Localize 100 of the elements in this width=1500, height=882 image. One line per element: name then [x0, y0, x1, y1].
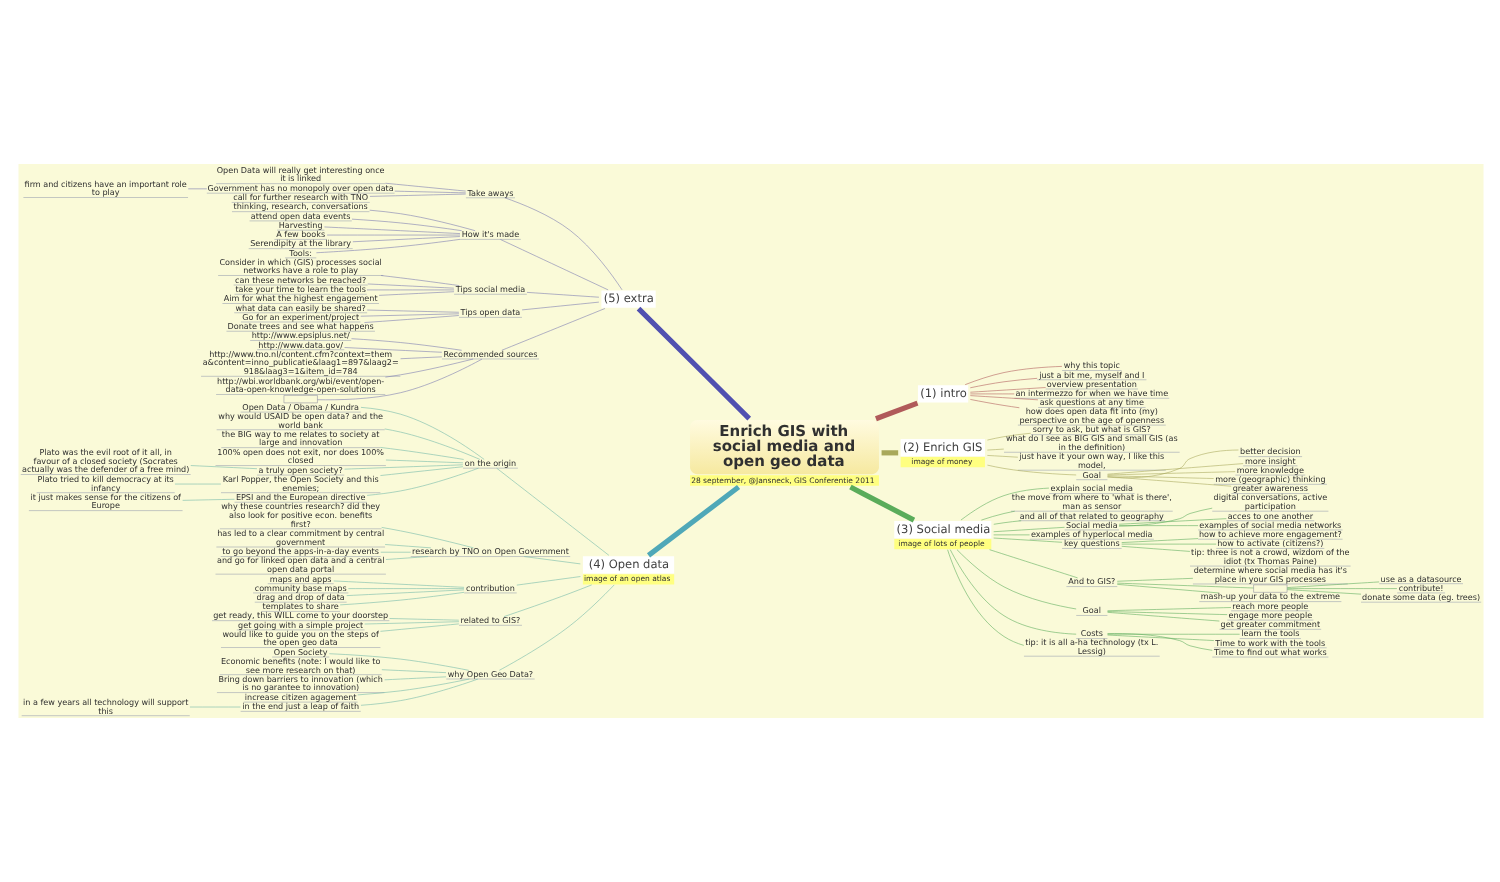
- connector: [365, 309, 459, 313]
- connector: [969, 387, 1045, 393]
- connector: [874, 400, 918, 422]
- connector: [1115, 578, 1193, 582]
- connector: [1106, 475, 1213, 479]
- connector: [384, 358, 473, 378]
- connector: [384, 556, 428, 560]
- connector: [986, 448, 1004, 451]
- connector: [963, 366, 1062, 385]
- connector: [399, 356, 442, 360]
- connector: [325, 234, 460, 236]
- connector: [1117, 507, 1212, 527]
- connector: [955, 549, 1076, 610]
- connector: [359, 313, 459, 317]
- connector: [1106, 611, 1227, 615]
- connector: [969, 399, 1019, 409]
- connector: [1285, 589, 1361, 595]
- connector: [988, 549, 1077, 579]
- connector: [363, 315, 459, 323]
- connector: [848, 484, 915, 523]
- connector: [969, 395, 1038, 401]
- connector: [1106, 612, 1219, 622]
- connector: [1106, 449, 1238, 479]
- connector: [359, 407, 484, 460]
- node-box: [282, 395, 317, 404]
- connector: [356, 678, 469, 696]
- connector: [328, 653, 469, 671]
- connector: [499, 239, 608, 291]
- connector: [1285, 588, 1397, 589]
- connector: [383, 544, 431, 549]
- connector: [880, 450, 898, 456]
- connector: [189, 465, 257, 469]
- connector: [323, 226, 460, 234]
- connector: [986, 432, 1031, 441]
- connector: [986, 455, 1018, 458]
- connector: [384, 459, 463, 464]
- connector: [1106, 633, 1212, 651]
- connector: [181, 498, 234, 501]
- connector: [969, 378, 1037, 389]
- connector: [351, 236, 460, 243]
- connector: [384, 182, 465, 192]
- connector: [1106, 633, 1239, 635]
- connector: [503, 197, 622, 291]
- connector: [365, 467, 478, 496]
- connector: [1120, 538, 1198, 543]
- connector: [1106, 471, 1235, 476]
- connector: [1106, 476, 1231, 487]
- connector: [525, 292, 599, 298]
- connector: [315, 239, 460, 254]
- connector: [186, 188, 207, 190]
- connector: [1106, 607, 1231, 612]
- connector: [379, 623, 459, 632]
- node-box: [1252, 584, 1287, 593]
- connector: [500, 308, 605, 351]
- connector: [986, 464, 1076, 476]
- connector: [359, 678, 478, 706]
- connector: [1120, 546, 1190, 552]
- connector: [949, 549, 1076, 635]
- connector: [378, 447, 463, 460]
- connector: [992, 527, 1064, 532]
- connector: [992, 537, 1062, 543]
- connector: [316, 358, 482, 401]
- connector: [635, 306, 751, 421]
- connector: [350, 338, 461, 351]
- connector: [368, 193, 465, 197]
- connector: [343, 464, 463, 470]
- connector: [1115, 582, 1253, 589]
- connector: [345, 589, 464, 596]
- connector: [522, 556, 580, 565]
- connector: [495, 467, 609, 556]
- connector: [969, 393, 1014, 395]
- connector: [350, 218, 461, 231]
- connector: [379, 275, 459, 286]
- connector: [383, 428, 480, 460]
- connector: [338, 592, 464, 606]
- connector: [1117, 518, 1226, 525]
- connector: [497, 584, 614, 671]
- connector: [520, 301, 599, 311]
- connector: [393, 190, 466, 194]
- connector: [377, 291, 454, 296]
- connector: [1115, 584, 1218, 594]
- connector: [1106, 634, 1214, 641]
- connector: [1117, 525, 1198, 526]
- connector: [379, 466, 463, 476]
- connector: [959, 487, 1049, 521]
- connector: [383, 676, 446, 681]
- connector: [1106, 463, 1243, 475]
- connector: [363, 621, 459, 625]
- connector: [368, 209, 475, 231]
- connector: [343, 347, 442, 353]
- connector: [1285, 581, 1379, 588]
- connector: [388, 618, 459, 621]
- connector: [347, 588, 464, 589]
- connector: [502, 584, 591, 617]
- connector: [980, 510, 1015, 521]
- connector: [366, 283, 454, 289]
- connector: [645, 484, 740, 558]
- connector: [380, 527, 473, 549]
- connector: [332, 580, 464, 588]
- connector: [380, 669, 446, 673]
